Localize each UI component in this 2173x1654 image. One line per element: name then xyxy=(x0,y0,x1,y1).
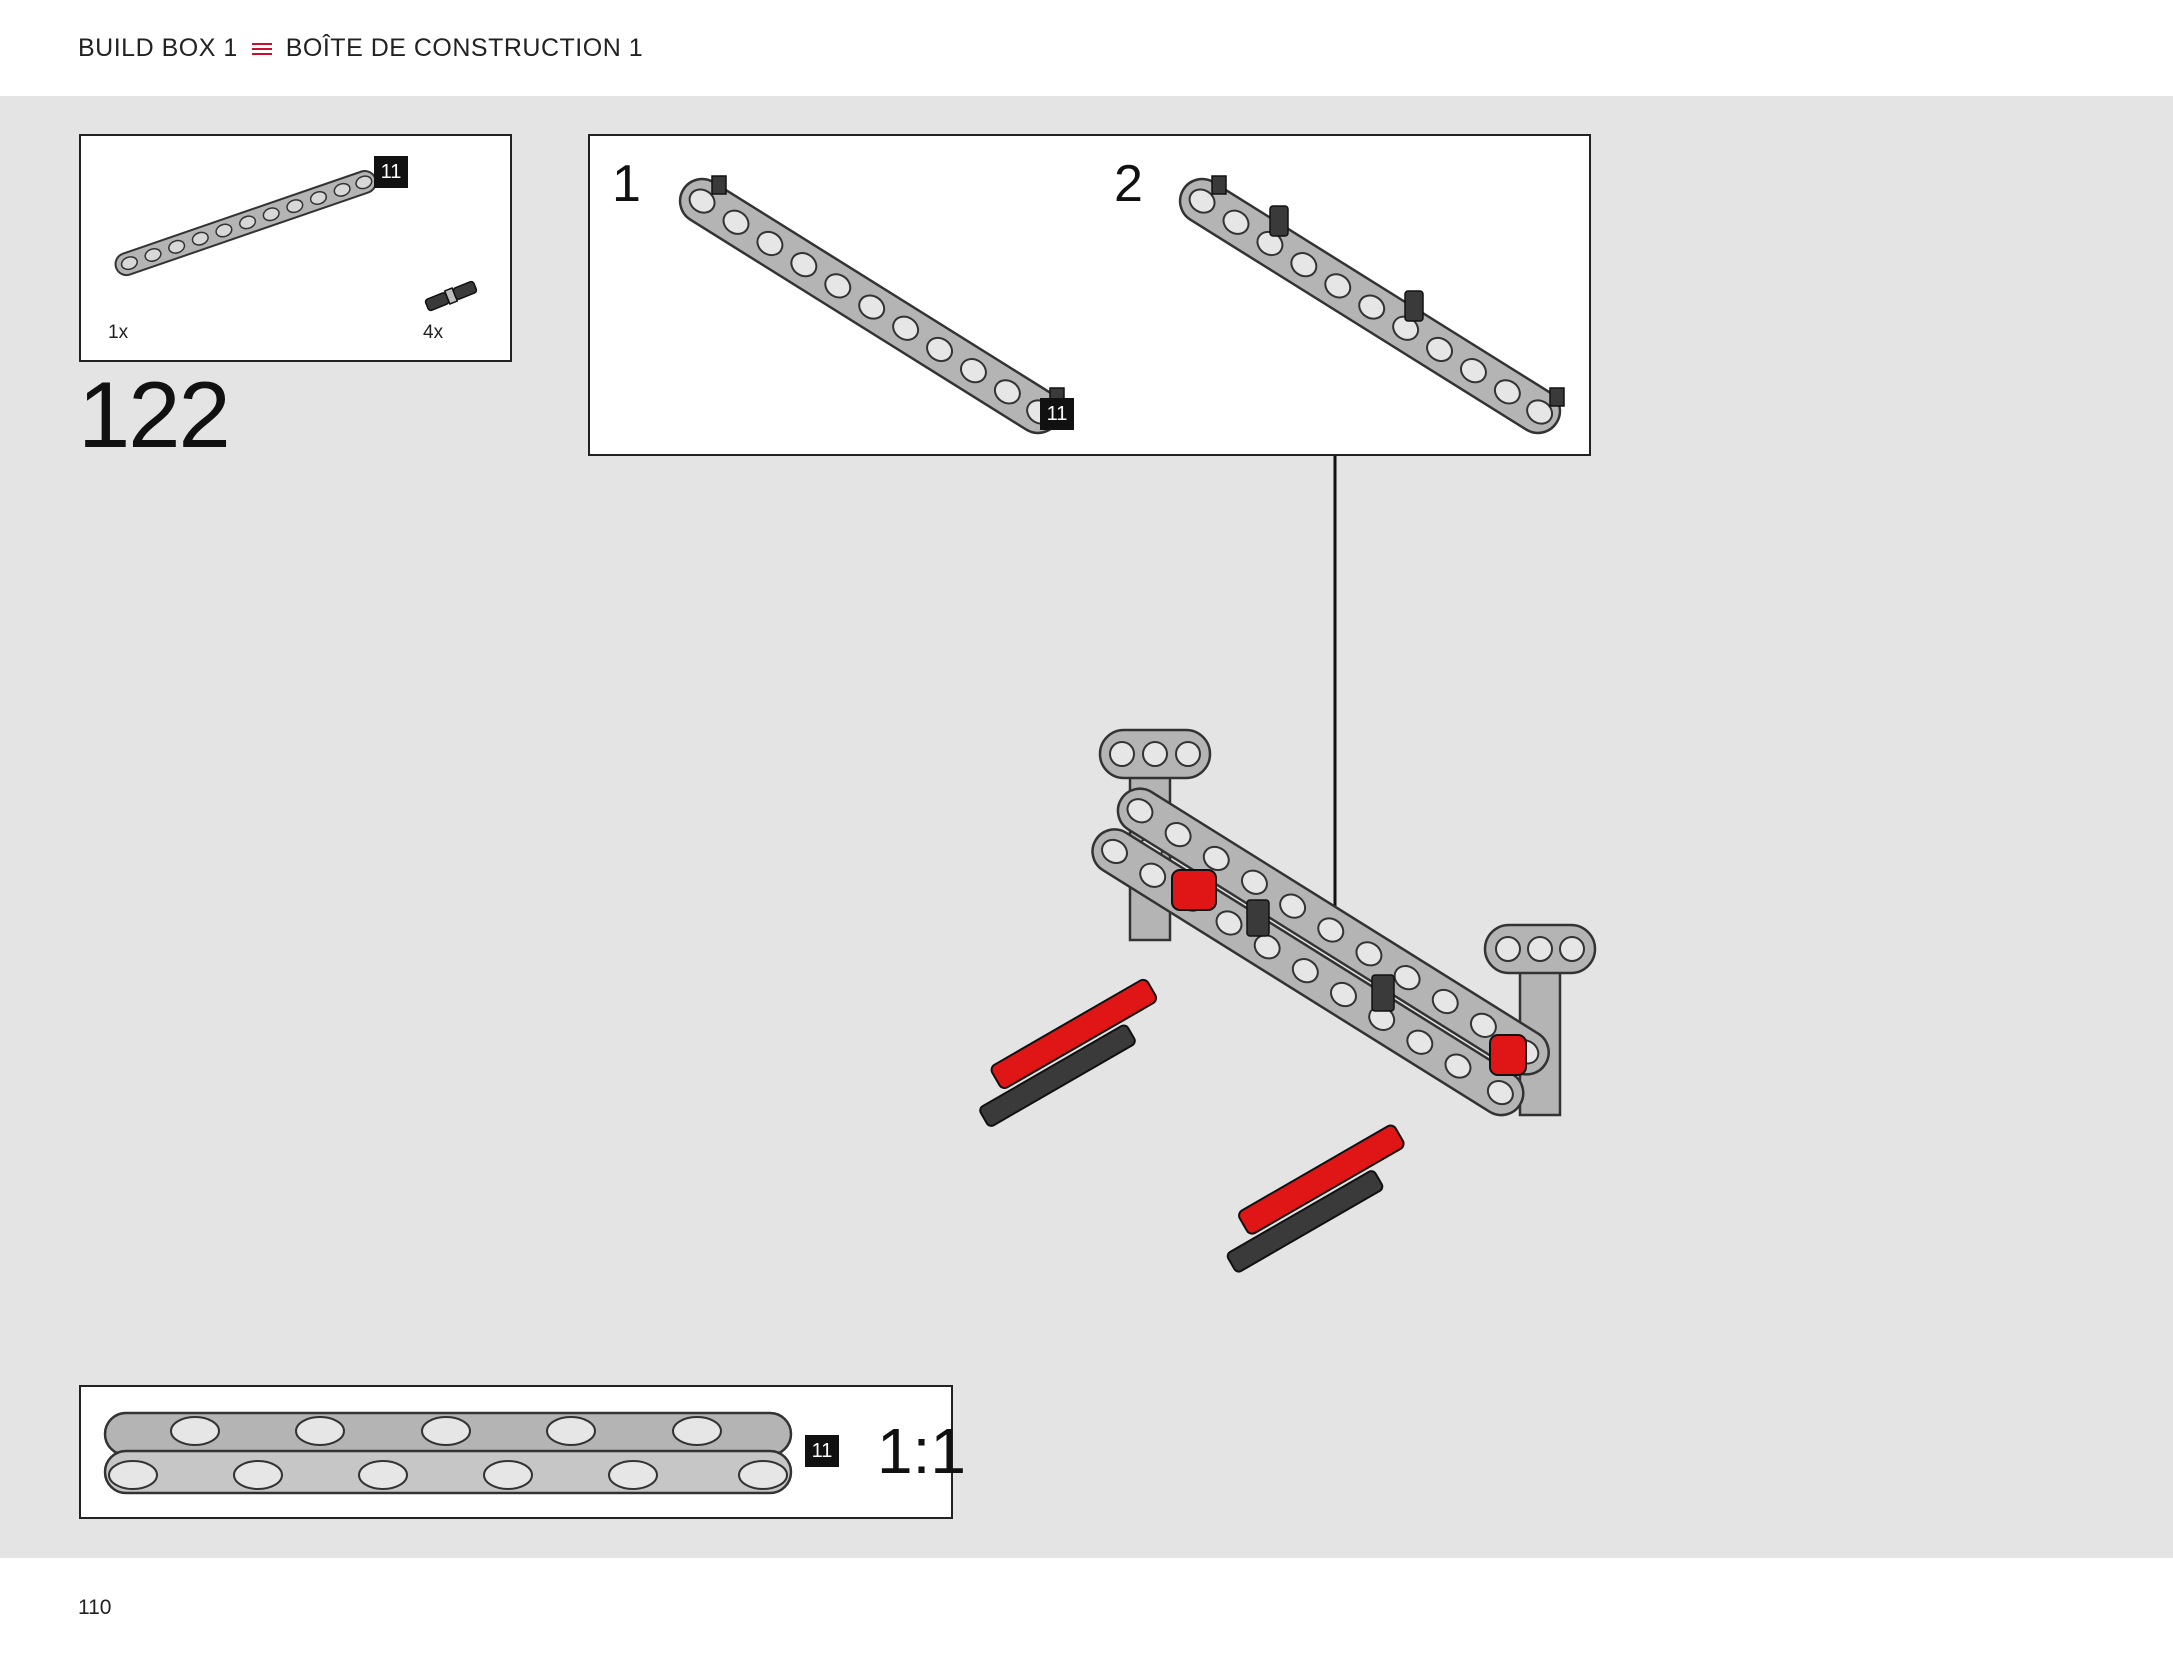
beam-length-badge: 11 xyxy=(374,156,408,188)
substep-1-length-badge: 11 xyxy=(1040,398,1074,430)
substep-1-beam-illustration xyxy=(678,175,1065,435)
header-title-english: BUILD BOX 1 xyxy=(78,34,238,62)
step-number: 122 xyxy=(78,362,231,467)
beam-quantity: 1x xyxy=(108,322,129,343)
scale-reference-panel: 11 1:1 xyxy=(79,1385,966,1519)
header-title-french: BOÎTE DE CONSTRUCTION 1 xyxy=(285,34,644,62)
substep-number-2: 2 xyxy=(1114,155,1143,213)
pin-part-illustration xyxy=(424,280,478,312)
scale-label: 1:1 xyxy=(877,1415,966,1487)
parts-list-panel: 11 1x 4x xyxy=(79,134,512,362)
substep-number-1: 1 xyxy=(612,155,641,213)
main-assembly-illustration xyxy=(979,728,1597,1273)
substep-2-beam-illustration xyxy=(1178,175,1565,435)
page-number: 110 xyxy=(78,1596,112,1619)
beam-part-illustration xyxy=(114,170,377,277)
subassembly-panel: 1 11 2 xyxy=(588,134,1591,456)
menu-icon xyxy=(251,41,272,57)
pin-quantity: 4x xyxy=(423,322,444,343)
beam-scale-illustration xyxy=(103,1411,793,1495)
page-header: BUILD BOX 1 BOÎTE DE CONSTRUCTION 1 xyxy=(0,0,2173,96)
scale-length-badge: 11 xyxy=(805,1435,839,1467)
header-title: BUILD BOX 1 BOÎTE DE CONSTRUCTION 1 xyxy=(78,34,643,63)
